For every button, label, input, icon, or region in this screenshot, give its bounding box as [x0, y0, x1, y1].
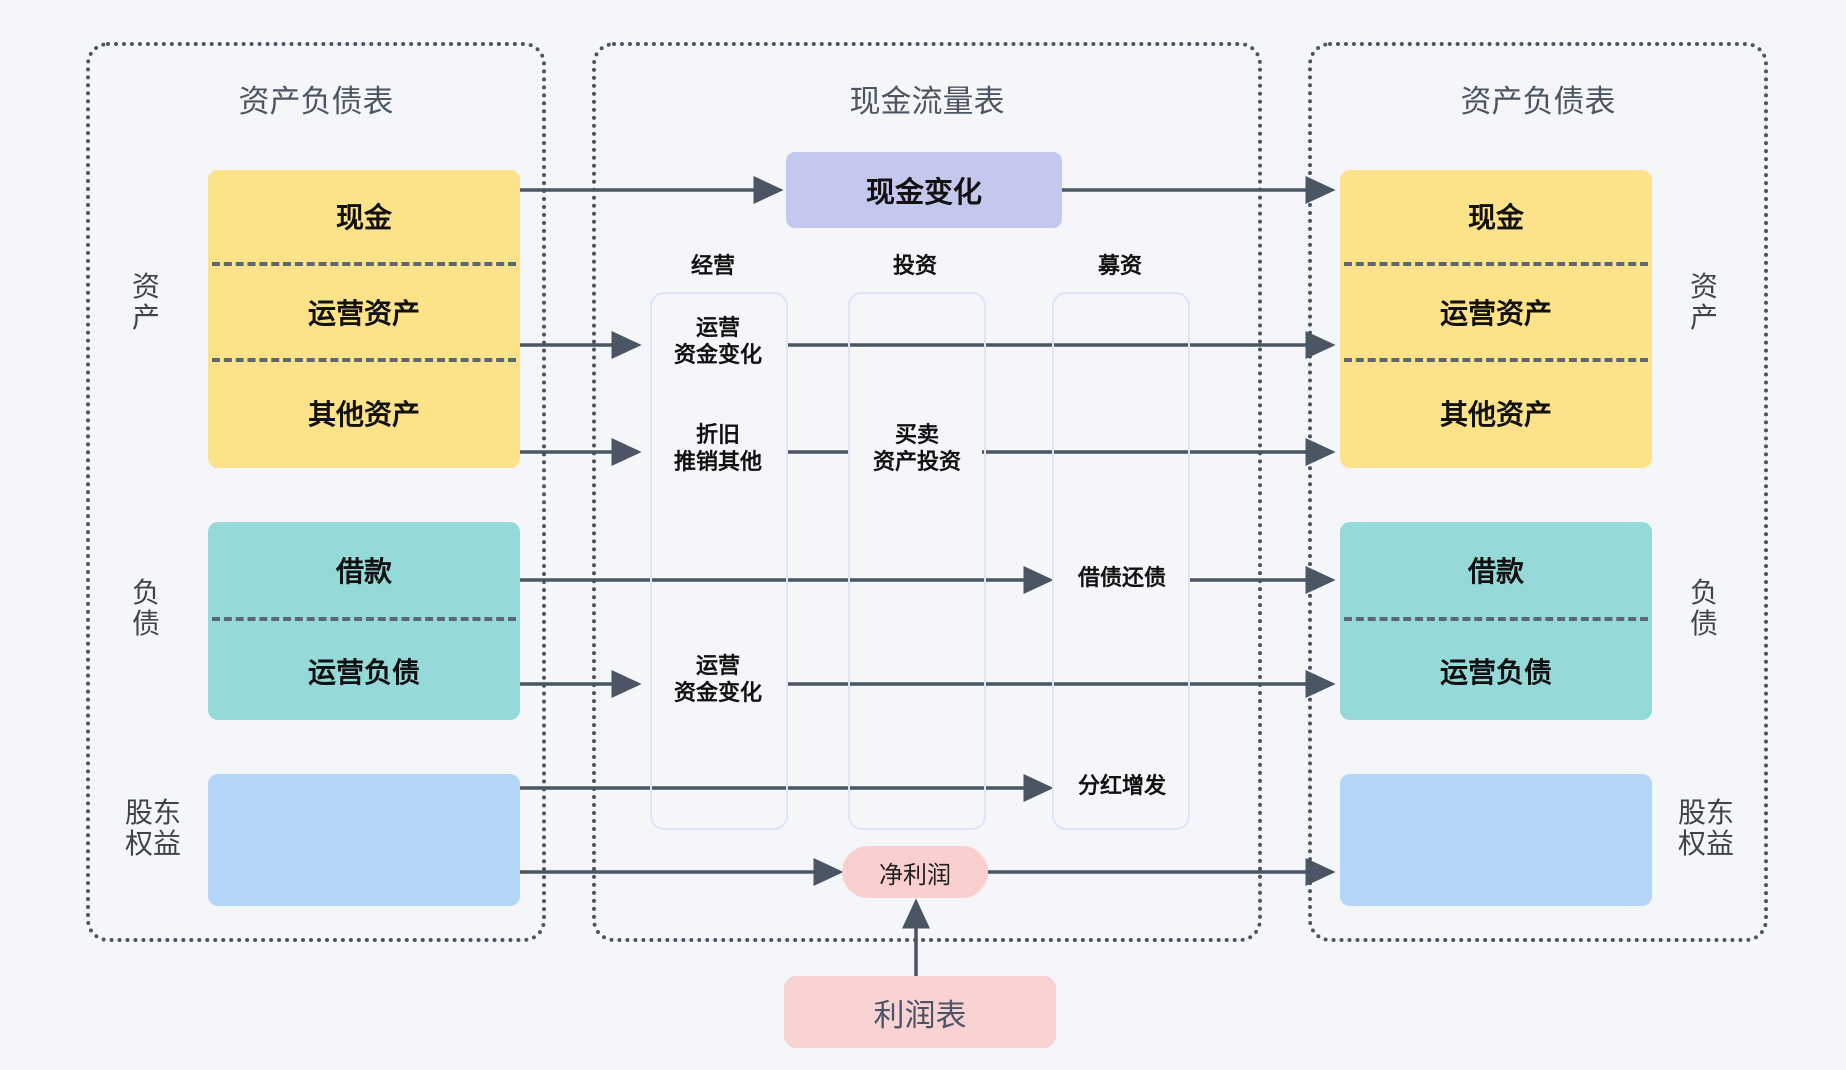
panel-right-balance-sheet — [1308, 42, 1768, 942]
right-equity-stack[interactable] — [1340, 774, 1652, 906]
right-liability-row-operating: 运营负债 — [1439, 656, 1552, 688]
left-side-label-liabilities: 负 债 — [131, 578, 160, 641]
cfitem-debt-borrow-repay[interactable]: 借债还债 — [1077, 565, 1166, 590]
left-side-label-assets: 资 产 — [131, 272, 160, 335]
left-asset-divider-1 — [212, 262, 516, 266]
right-equity-row — [1340, 774, 1652, 906]
left-panel-title: 资产负债表 — [238, 84, 394, 119]
left-asset-row-operating: 运营资产 — [307, 298, 420, 329]
right-asset-row-operating: 运营资产 — [1439, 298, 1552, 329]
left-asset-row-cash: 现金 — [335, 202, 392, 233]
right-liabilities-stack[interactable]: 借款 运营负债 — [1340, 522, 1652, 720]
cfcol-head-investing: 投资 — [892, 253, 937, 278]
left-side-label-equity: 股东 权益 — [124, 798, 181, 861]
panel-middle-cash-flow — [592, 42, 1262, 942]
left-assets-stack[interactable]: 现金 运营资产 其他资产 — [208, 170, 520, 468]
right-side-label-assets: 资 产 — [1689, 272, 1718, 335]
cash-change-box[interactable]: 现金变化 — [786, 152, 1062, 228]
cfitem-depreciation-amortization[interactable]: 折旧 推销其他 — [673, 422, 762, 474]
right-panel-title: 资产负债表 — [1460, 84, 1616, 119]
right-liability-divider-1 — [1344, 617, 1648, 621]
left-asset-row-other: 其他资产 — [307, 399, 420, 430]
right-side-label-liabilities: 负 债 — [1689, 578, 1718, 641]
cfcol-head-financing: 募资 — [1097, 253, 1142, 278]
right-side-label-equity: 股东 权益 — [1677, 798, 1734, 861]
left-equity-stack[interactable] — [208, 774, 520, 906]
panel-left-balance-sheet — [86, 42, 546, 942]
income-statement-box[interactable]: 利润表 — [784, 976, 1056, 1048]
middle-panel-title: 现金流量表 — [849, 84, 1005, 119]
cfitem-asset-purchase-sale[interactable]: 买卖 资产投资 — [872, 422, 961, 474]
cfcol-operating — [650, 292, 788, 830]
cfitem-working-capital-liabilities[interactable]: 运营 资金变化 — [673, 653, 762, 705]
left-liability-row-operating: 运营负债 — [307, 656, 420, 688]
right-asset-row-cash: 现金 — [1467, 202, 1524, 233]
right-asset-divider-1 — [1344, 262, 1648, 266]
left-liabilities-stack[interactable]: 借款 运营负债 — [208, 522, 520, 720]
left-equity-row — [208, 774, 520, 906]
net-profit-pill[interactable]: 净利润 — [842, 846, 988, 898]
left-liability-divider-1 — [212, 617, 516, 621]
left-asset-divider-2 — [212, 358, 516, 362]
cfitem-working-capital-assets[interactable]: 运营 资金变化 — [673, 315, 762, 367]
left-liability-row-borrowing: 借款 — [335, 555, 392, 587]
cfitem-dividend-issuance[interactable]: 分红增发 — [1077, 773, 1166, 798]
right-liability-row-borrowing: 借款 — [1467, 555, 1524, 587]
cfcol-investing — [848, 292, 986, 830]
cfcol-financing — [1052, 292, 1190, 830]
right-assets-stack[interactable]: 现金 运营资产 其他资产 — [1340, 170, 1652, 468]
cfcol-head-operating: 经营 — [690, 253, 735, 278]
right-asset-row-other: 其他资产 — [1439, 399, 1552, 430]
right-asset-divider-2 — [1344, 358, 1648, 362]
